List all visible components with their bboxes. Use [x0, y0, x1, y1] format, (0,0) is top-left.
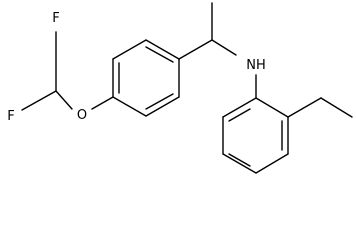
double-bond-inner	[145, 46, 174, 63]
bond	[178, 39, 213, 60]
double-bond-inner	[228, 108, 251, 122]
left-benzene-ring	[112, 39, 180, 117]
fluorine-top-label: F	[52, 11, 59, 26]
bond	[222, 153, 257, 174]
bond	[21, 90, 57, 111]
bond	[287, 97, 322, 118]
fluorine-left-label: F	[7, 109, 14, 124]
bond	[55, 90, 73, 110]
bond	[255, 153, 289, 174]
bond	[112, 39, 147, 60]
bond	[145, 39, 180, 60]
structure-canvas: O F F NH	[7, 2, 353, 174]
bond	[211, 39, 237, 56]
bond	[91, 96, 114, 110]
ethyl-group	[287, 97, 353, 118]
double-bond-inner	[228, 153, 251, 167]
bond	[145, 96, 180, 117]
bond	[255, 97, 289, 118]
chemical-structure: O F F NH	[7, 2, 353, 174]
bond	[112, 96, 147, 117]
oxygen-label: O	[77, 108, 87, 123]
double-bond-inner	[145, 93, 174, 110]
difluoromethoxy-group: O F F	[7, 11, 114, 124]
bond	[222, 97, 257, 118]
amine-label: NH	[246, 58, 266, 73]
right-benzene-ring	[222, 97, 289, 174]
bond	[320, 97, 353, 118]
ethylamine-linker: NH	[178, 2, 266, 99]
